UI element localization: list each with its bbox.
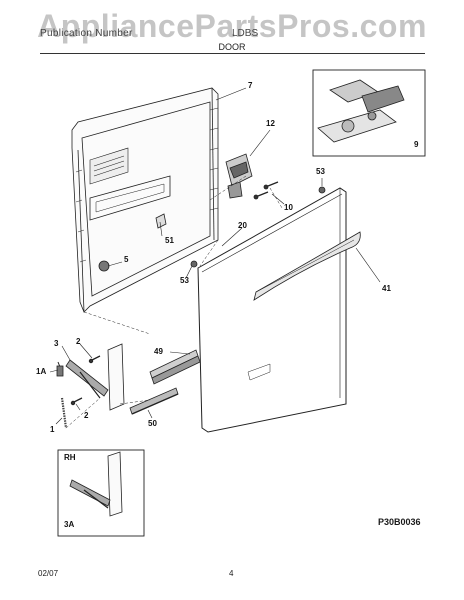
callout-12: 12 <box>266 119 275 128</box>
rh-hinge-inset <box>57 449 145 537</box>
inset-3a-label: 3A <box>64 520 75 529</box>
callout-2-top: 2 <box>76 337 81 346</box>
header-rule <box>40 53 425 54</box>
header-model-text: LDBS <box>232 28 259 39</box>
footer-date: 02/07 <box>38 569 59 578</box>
callout-3: 3 <box>54 339 59 348</box>
door-latch-assembly <box>225 153 253 199</box>
page-title: DOOR <box>218 42 246 52</box>
callout-49: 49 <box>154 347 163 356</box>
dispenser-inset <box>312 69 426 157</box>
callout-53-top: 53 <box>316 167 325 176</box>
callout-7: 7 <box>248 81 253 90</box>
hinge-assembly <box>56 343 125 429</box>
outer-door-panel <box>190 186 347 433</box>
vent-grille <box>89 147 129 185</box>
callout-51: 51 <box>165 236 174 245</box>
callout-5: 5 <box>124 255 129 264</box>
inner-door-liner <box>71 87 219 313</box>
header-publication-text: Publication Number <box>40 28 133 39</box>
callout-50: 50 <box>148 419 157 428</box>
callout-41: 41 <box>382 284 391 293</box>
drawing-number: P30B0036 <box>378 517 421 527</box>
inset-rh-label: RH <box>64 453 76 462</box>
latch-screws <box>253 181 279 200</box>
callout-10: 10 <box>284 203 293 212</box>
callout-9: 9 <box>414 140 419 149</box>
door-side-trim <box>129 349 201 415</box>
assembly-leader-lines <box>65 175 283 429</box>
callout-1: 1 <box>50 425 55 434</box>
door-handle <box>253 231 361 301</box>
callout-1a: 1A <box>36 367 47 376</box>
callout-20: 20 <box>238 221 247 230</box>
footer-page-number: 4 <box>229 569 234 578</box>
callout-leaders <box>49 87 381 425</box>
callout-2-bottom: 2 <box>84 411 89 420</box>
callout-53-bottom: 53 <box>180 276 189 285</box>
